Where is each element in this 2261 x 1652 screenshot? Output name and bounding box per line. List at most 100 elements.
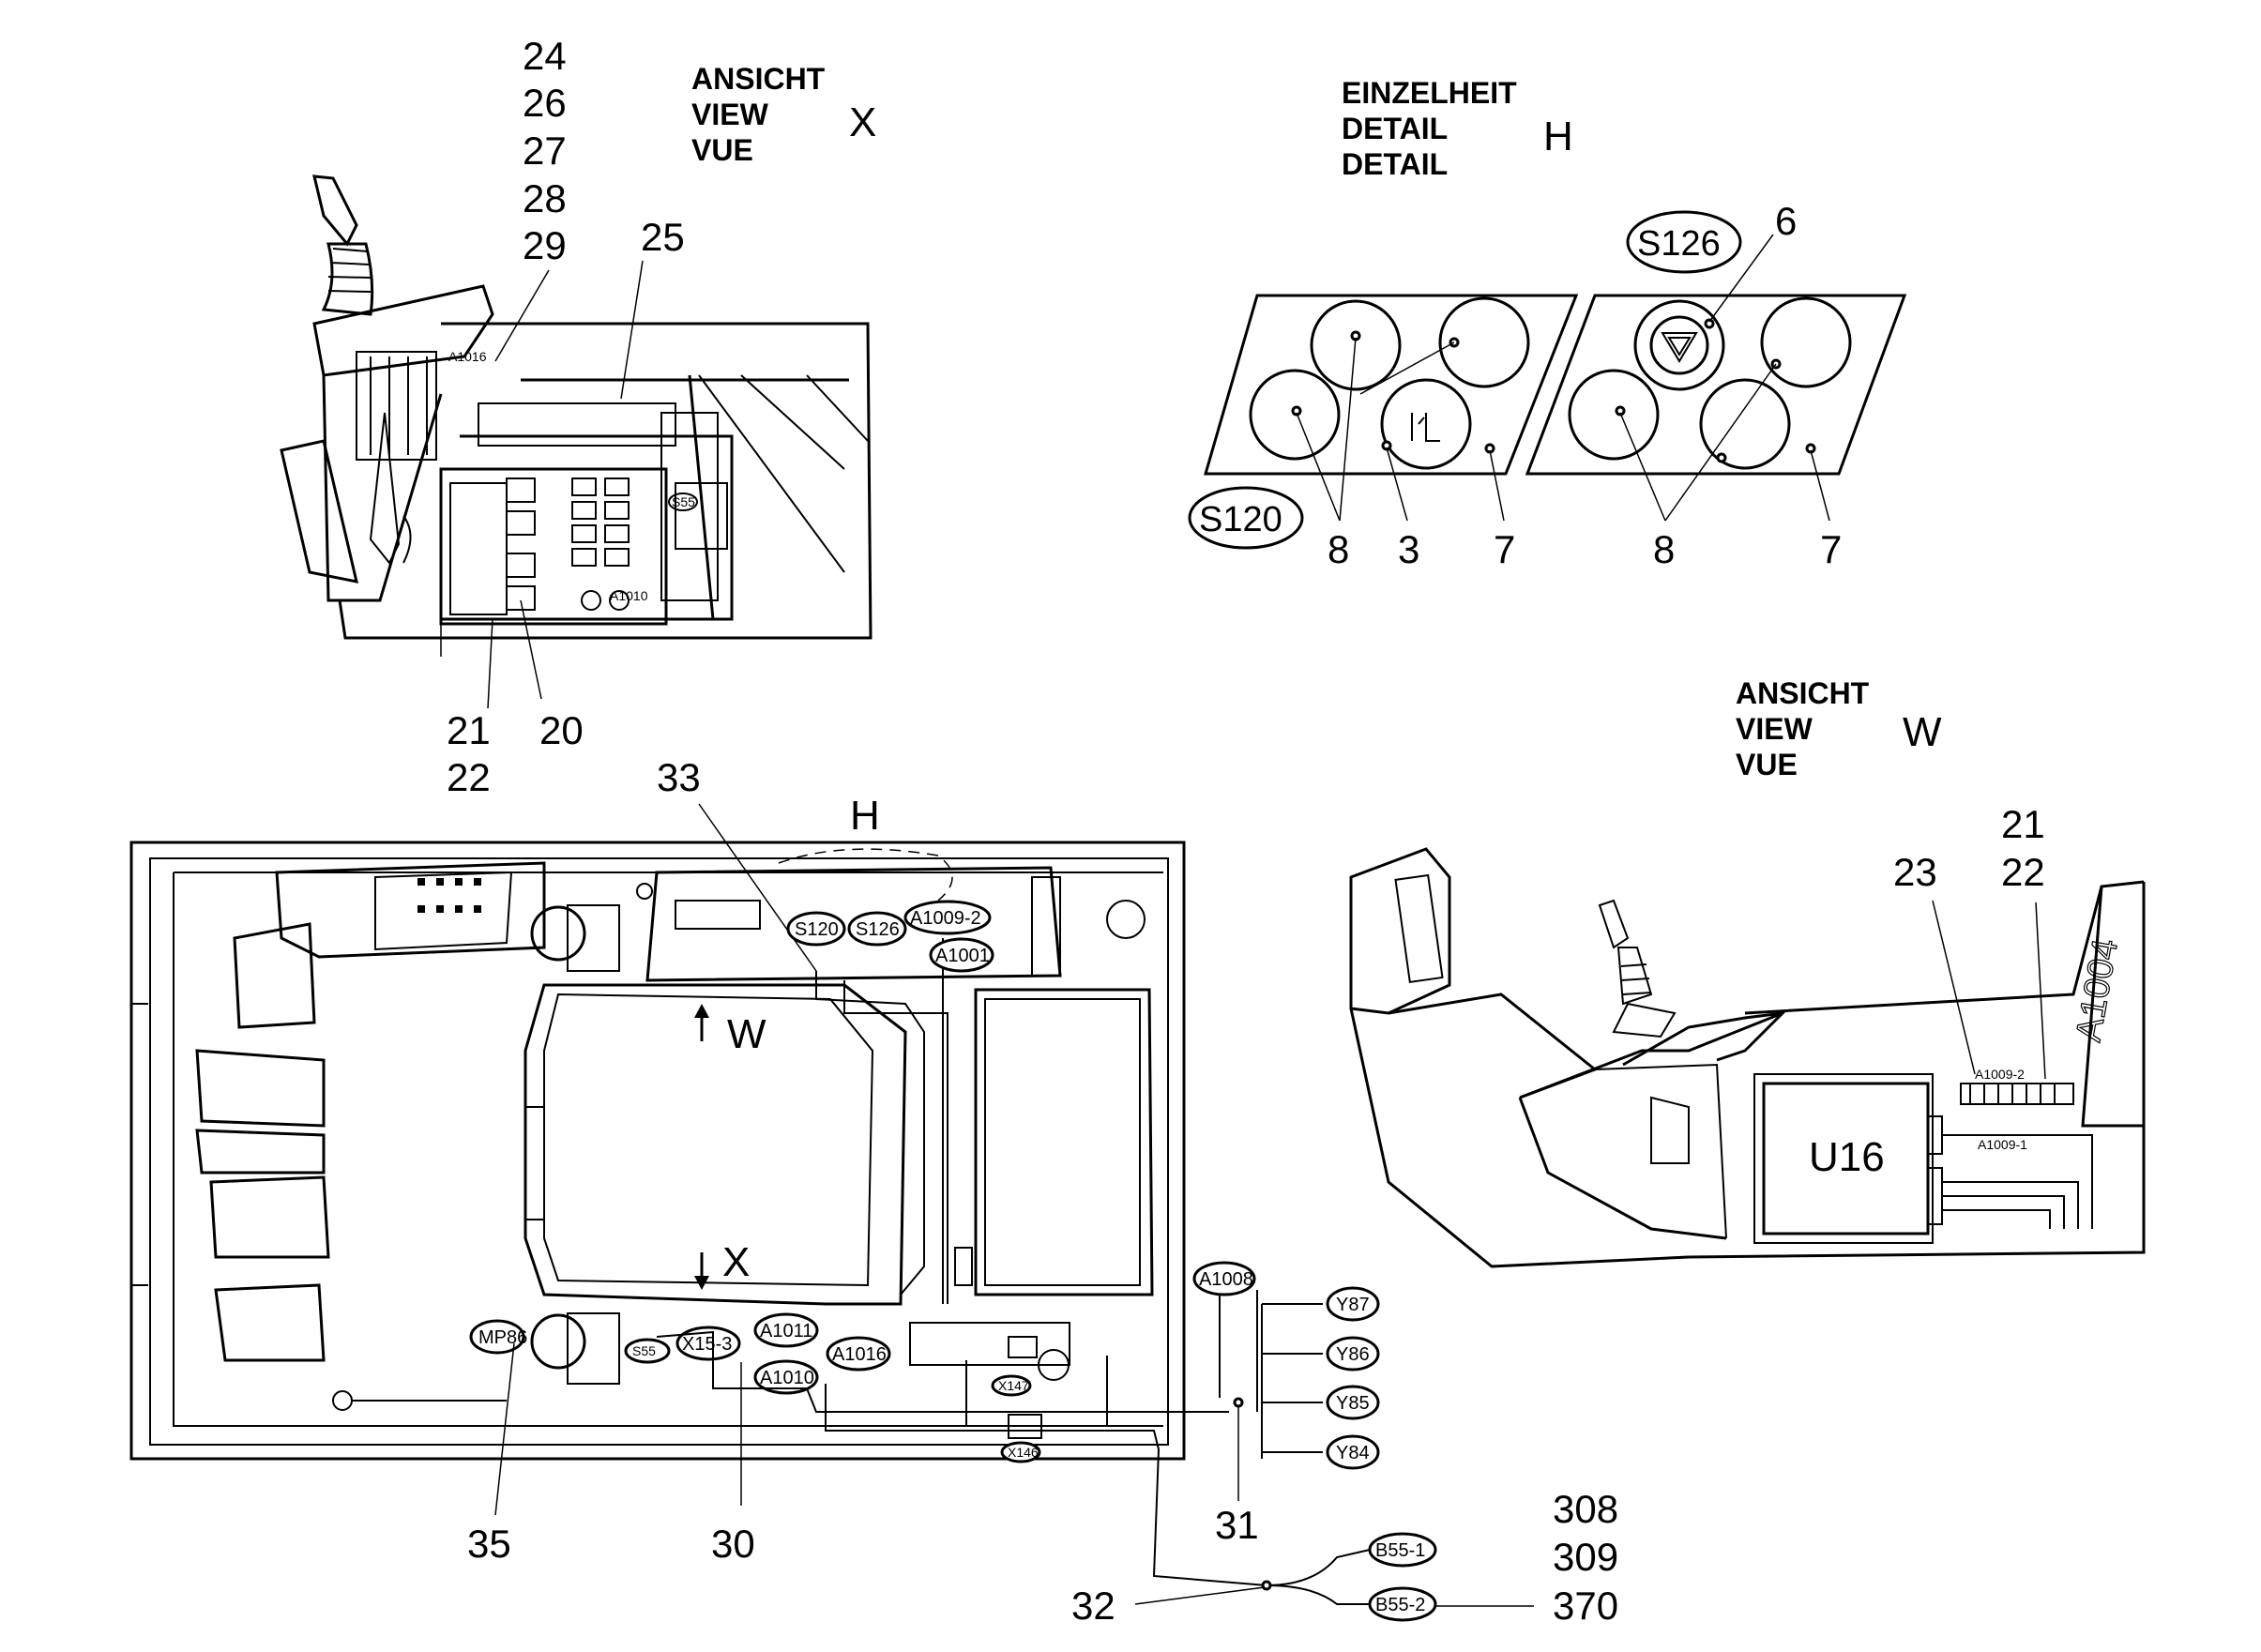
detail-h-letter: H <box>1543 114 1573 159</box>
tag-mp86 <box>1192 1261 1256 1296</box>
tag-a1011 <box>675 1326 741 1361</box>
a1010-small-label: A1010 <box>610 588 648 603</box>
switch-upper-right <box>1438 296 1530 388</box>
arrow-x-label: X <box>722 1239 750 1285</box>
callout-7-left: 7 <box>1494 527 1515 571</box>
view-w: ANSICHT VIEW VUE W 21 22 23 U16 <box>1349 676 2146 1268</box>
detail-h-marker <box>778 848 953 902</box>
switch-s120 <box>1380 378 1472 470</box>
panel-s126 <box>1525 294 1907 476</box>
view-x-letter: X <box>849 99 876 145</box>
tag-y84 <box>1326 1434 1380 1470</box>
panel-s120 <box>1204 294 1579 476</box>
leader-33 <box>698 803 817 972</box>
tag-s126-label: S126 <box>1637 224 1721 264</box>
leader-35 <box>494 1342 515 1516</box>
callout-25: 25 <box>641 215 685 259</box>
hazard-icon <box>1661 332 1698 363</box>
callout-35: 35 <box>467 1522 511 1566</box>
a1016-small-label: A1016 <box>448 349 487 364</box>
connector-a1009-2-label: A1009-2 <box>1975 1067 2025 1082</box>
ecu-board-x: A1010 A1016 <box>439 349 668 626</box>
switch-upper-right-2 <box>1760 296 1852 388</box>
tag-b55-2 <box>1368 1586 1437 1622</box>
switch-s120-symbol <box>1411 413 1440 442</box>
joystick-tower-x <box>280 174 494 602</box>
tag-x15-3 <box>624 1338 671 1364</box>
side-panel-left <box>1349 847 1451 1015</box>
s55-tag-small <box>668 493 698 511</box>
view-x-heading-3: VUE <box>691 133 753 167</box>
box-u16 <box>1762 1082 1930 1235</box>
detail-h-heading-1: EINZELHEIT <box>1342 76 1517 110</box>
tag-a1010-label: A1016 <box>832 1344 887 1365</box>
tag-y87-label: Y87 <box>1336 1295 1370 1315</box>
callout-23: 23 <box>1893 850 1937 894</box>
view-w-letter: W <box>1903 709 1942 755</box>
leader-21-22 <box>2035 902 2046 1080</box>
tag-x146-label: X146 <box>1008 1445 1039 1460</box>
callout-28: 28 <box>523 176 567 220</box>
callout-7-right: 7 <box>1820 527 1842 571</box>
leader-29 <box>494 269 550 362</box>
tag-y87 <box>1326 1286 1380 1322</box>
tag-y86 <box>1326 1336 1380 1372</box>
tag-a1008-label: A1010 <box>760 1368 814 1388</box>
seat <box>524 983 907 1306</box>
tag-x146 <box>1000 1441 1041 1463</box>
tag-a1010 <box>826 1336 891 1372</box>
callout-21-x: 21 <box>447 708 491 752</box>
tag-s120-label: S120 <box>1199 500 1282 539</box>
view-x-heading-1: ANSICHT <box>691 62 826 96</box>
switch-s126 <box>1633 299 1725 391</box>
tag-s126-main-label: S126 <box>856 919 900 940</box>
view-w-heading-3: VUE <box>1736 748 1798 781</box>
tag-b55-1-label: B55-1 <box>1375 1540 1425 1561</box>
tag-s55-label: MP86 <box>478 1327 527 1348</box>
connector-a1009-1-label: A1009-1 <box>1978 1137 2027 1152</box>
arrow-w-label: W <box>727 1011 766 1057</box>
s55-small-label: S55 <box>672 494 695 509</box>
callout-308: 308 <box>1553 1487 1618 1531</box>
callout-22-w: 22 <box>2001 850 2045 894</box>
callout-24: 24 <box>523 34 567 78</box>
tag-x147 <box>991 1374 1032 1397</box>
tag-a1001-label: A1001 <box>935 946 990 966</box>
tag-a1009-2-label: A1009-2 <box>910 908 981 929</box>
tag-a1001 <box>929 937 994 973</box>
callout-8-left: 8 <box>1328 527 1349 571</box>
switch-array <box>417 878 481 913</box>
tag-y85 <box>1326 1385 1380 1420</box>
tag-s120-detail <box>1188 486 1304 550</box>
tag-s55 <box>469 1319 525 1355</box>
callout-33: 33 <box>657 755 701 799</box>
main-view: H 33 <box>129 755 1618 1628</box>
switch-lower-left <box>1249 369 1341 461</box>
detail-h-heading-3: DETAIL <box>1342 147 1448 181</box>
callout-26: 26 <box>523 81 567 125</box>
tag-y85-label: Y85 <box>1336 1393 1370 1414</box>
callout-20: 20 <box>539 708 584 752</box>
view-x: ANSICHT VIEW VUE X 24 26 27 28 29 25 S55 <box>280 34 876 799</box>
callout-8-right: 8 <box>1653 527 1675 571</box>
tag-b55-1 <box>1368 1532 1437 1568</box>
leader-25 <box>620 260 644 400</box>
detail-h-heading-2: DETAIL <box>1342 112 1448 145</box>
tag-s120-main-label: S120 <box>795 919 839 940</box>
callout-22-x: 22 <box>447 755 491 799</box>
tag-s126 <box>847 911 907 947</box>
tag-mp86-label: A1008 <box>1199 1269 1253 1290</box>
joystick-left-bottom <box>530 1313 586 1370</box>
callout-3: 3 <box>1398 527 1419 571</box>
callout-370: 370 <box>1553 1584 1618 1628</box>
tag-a1016 <box>753 1312 819 1348</box>
tag-y86-label: Y86 <box>1336 1344 1370 1365</box>
tag-x15-3-label: S55 <box>632 1343 656 1358</box>
storage-box <box>974 988 1154 1296</box>
callout-30: 30 <box>711 1522 755 1566</box>
leader-21 <box>487 618 493 709</box>
leader-20 <box>520 599 542 700</box>
callout-309: 309 <box>1553 1535 1618 1579</box>
tag-s120 <box>786 911 846 947</box>
